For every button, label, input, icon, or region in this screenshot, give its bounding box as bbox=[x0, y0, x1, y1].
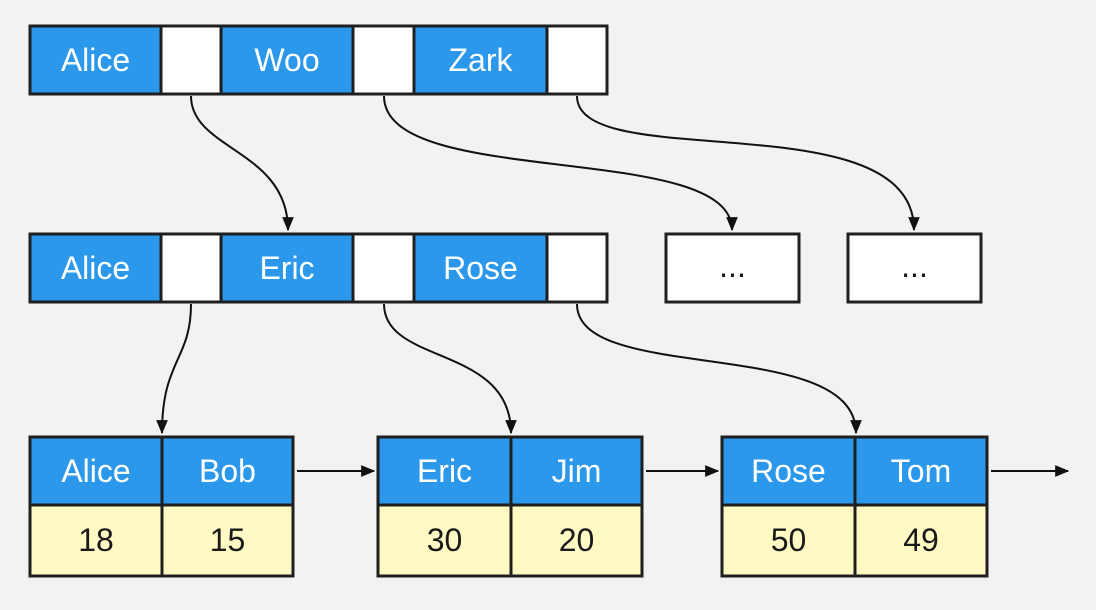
internal-pointer-cell bbox=[545, 232, 609, 304]
leaf-value-label: 30 bbox=[427, 522, 463, 558]
leaf-key-label: Alice bbox=[61, 453, 130, 489]
placeholder-label: ... bbox=[719, 248, 746, 284]
leaf-value-label: 50 bbox=[771, 522, 807, 558]
internal-pointer-cell bbox=[159, 232, 223, 304]
leaf-key-cell bbox=[160, 435, 295, 507]
leaf-key-label: Tom bbox=[891, 453, 951, 489]
pointer-arrow bbox=[383, 95, 738, 232]
root-key-label: Alice bbox=[61, 42, 130, 78]
internal-pointer-cell bbox=[351, 232, 416, 304]
root-key-label: Woo bbox=[254, 42, 319, 78]
root-pointer-cell bbox=[351, 24, 416, 96]
leaf-value-label: 49 bbox=[903, 522, 939, 558]
leaf-key-cell bbox=[853, 435, 989, 507]
placeholder-node: ... bbox=[664, 232, 801, 304]
root-key-cell bbox=[412, 24, 549, 96]
leaf-node: Eric Jim 30 20 bbox=[376, 435, 644, 578]
leaf-node: Alice Bob 18 15 bbox=[28, 435, 295, 578]
leaf-key-label: Jim bbox=[552, 453, 602, 489]
placeholder-label: ... bbox=[901, 248, 928, 284]
internal-key-label: Eric bbox=[259, 250, 314, 286]
internal-key-cell bbox=[412, 232, 549, 304]
leaf-key-label: Eric bbox=[417, 453, 472, 489]
leaf-value-cell bbox=[160, 503, 295, 578]
leaf-value-label: 18 bbox=[78, 522, 114, 558]
leaf-value-label: 20 bbox=[559, 522, 595, 558]
root-pointer-cell bbox=[159, 24, 223, 96]
pointer-arrow bbox=[383, 303, 517, 435]
pointer-arrow bbox=[156, 303, 192, 435]
internal-key-label: Rose bbox=[443, 250, 518, 286]
pointer-arrow bbox=[190, 95, 294, 232]
leaf-value-cell bbox=[509, 503, 644, 578]
leaf-node: Rose Tom 50 49 bbox=[720, 435, 989, 578]
internal-key-label: Alice bbox=[61, 250, 130, 286]
leaf-key-cell bbox=[509, 435, 644, 507]
leaf-value-label: 15 bbox=[210, 522, 246, 558]
internal-key-cell bbox=[219, 232, 355, 304]
pointer-arrow bbox=[576, 303, 862, 435]
leaf-value-cell bbox=[720, 503, 857, 578]
placeholder-box bbox=[846, 232, 983, 304]
root-key-cell bbox=[219, 24, 355, 96]
root-pointer-cell bbox=[545, 24, 609, 96]
root-key-label: Zark bbox=[449, 42, 514, 78]
leaf-value-cell bbox=[853, 503, 989, 578]
placeholder-node: ... bbox=[846, 232, 983, 304]
leaf-key-cell bbox=[720, 435, 857, 507]
root-key-cell bbox=[28, 24, 163, 96]
root-node: Alice Woo Zark bbox=[28, 24, 609, 96]
placeholder-box bbox=[664, 232, 801, 304]
internal-node: Alice Eric Rose bbox=[28, 232, 609, 304]
pointer-arrow bbox=[576, 95, 920, 232]
leaf-key-label: Bob bbox=[199, 453, 256, 489]
leaf-key-label: Rose bbox=[751, 453, 826, 489]
